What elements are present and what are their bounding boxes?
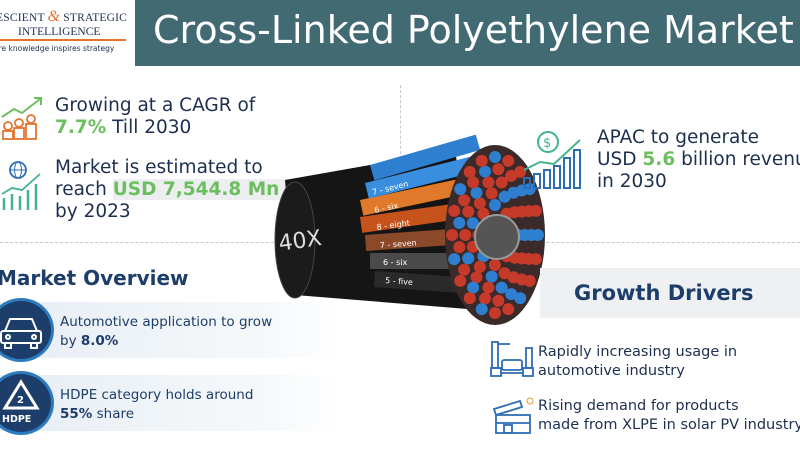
cable-strand <box>523 274 536 287</box>
cable-strand <box>454 274 467 287</box>
cable-strand <box>463 292 476 305</box>
cable-strand <box>498 267 511 280</box>
cable-strand <box>470 186 483 199</box>
cable-strand <box>495 281 508 294</box>
cable-strand <box>453 241 466 254</box>
cable-strand <box>492 163 505 176</box>
cable-strand <box>523 183 536 196</box>
cable-strand <box>467 281 480 294</box>
cable-strand <box>531 229 544 241</box>
svg-text:2: 2 <box>17 395 24 406</box>
dollar-bar-chart-icon: $ <box>523 131 581 189</box>
cable-strand <box>502 303 515 316</box>
cable-label: 40X <box>277 226 323 257</box>
cable-strand <box>485 187 498 200</box>
cable-strand <box>462 252 475 265</box>
globe-chart-icon <box>1 161 41 210</box>
growth-drivers-title: Growth Drivers <box>574 281 754 305</box>
cable-strand <box>475 154 488 167</box>
cable-strand <box>479 292 492 305</box>
cable-strand <box>446 229 459 241</box>
car-factory-robot-icon <box>490 341 534 377</box>
svg-text:7 - seven: 7 - seven <box>380 238 417 250</box>
cable-strand <box>463 165 476 178</box>
cable-strand <box>453 216 466 229</box>
cable-strand <box>458 263 471 276</box>
svg-text:5 - five: 5 - five <box>385 276 413 287</box>
cable-strand <box>489 199 501 211</box>
cable-strand <box>489 151 501 163</box>
market-overview-title: Market Overview <box>0 266 189 290</box>
cable-strand <box>529 204 542 217</box>
car-icon <box>0 298 54 362</box>
hdpe-recycle-icon: 2 HDPE <box>0 371 54 435</box>
svg-text:$: $ <box>543 136 551 151</box>
cable-strand <box>492 294 505 307</box>
logo: ESCIENT & STRATEGIC INTELLIGENCE ere kno… <box>0 8 128 53</box>
cable-strand <box>475 303 488 316</box>
svg-text:HDPE: HDPE <box>2 414 31 425</box>
page-title: Cross-Linked Polyethylene Market <box>135 0 800 66</box>
cable-strand <box>454 183 467 196</box>
cable-strand <box>489 307 501 319</box>
cable-strand <box>473 197 486 210</box>
cable-strand <box>479 165 492 178</box>
svg-text:6 - six: 6 - six <box>383 258 407 267</box>
cable-strand <box>505 169 518 182</box>
cable-strand <box>459 229 472 241</box>
cable-strand <box>514 165 527 178</box>
cable-strand <box>502 154 515 167</box>
cable-strand <box>482 281 495 294</box>
cable-strand <box>505 288 518 301</box>
cable-strand <box>495 176 508 189</box>
cable-strand <box>467 176 480 189</box>
solar-house-icon <box>492 397 534 434</box>
cable-strand <box>489 259 501 271</box>
cable-strand <box>448 253 461 266</box>
cable-strand <box>458 194 471 207</box>
cable-strand <box>466 217 479 230</box>
apac-stat: APAC to generate USD 5.6 billion revenue… <box>597 127 800 192</box>
cable-strand <box>482 176 495 189</box>
cable-strand <box>498 190 511 203</box>
cable-strand <box>514 292 527 305</box>
growth-drivers-band <box>540 268 800 318</box>
cable-strand <box>470 271 483 284</box>
cagr-stat: Growing at a CAGR of 7.7% Till 2030 <box>55 95 256 138</box>
coins-growth-icon <box>1 97 42 140</box>
market-size-stat: Market is estimated to reach USD 7,544.8… <box>55 157 355 223</box>
cable-image: 40X 7 - seven 6 - six 8 - eight 7 - seve… <box>274 134 545 325</box>
cable-strand <box>448 204 461 217</box>
cable-strand <box>462 205 475 218</box>
cable-strand <box>485 270 498 283</box>
cable-strand <box>473 260 486 273</box>
cable-strand <box>529 253 542 266</box>
